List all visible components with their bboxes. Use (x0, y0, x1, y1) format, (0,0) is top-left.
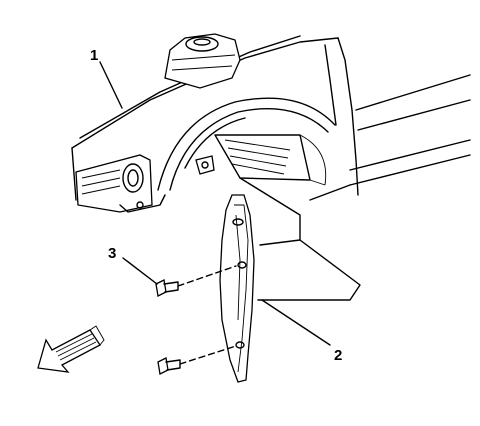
leader-line-3 (122, 257, 158, 285)
callout-1: 1 (90, 47, 98, 64)
engine-component (164, 33, 241, 89)
wheel-arch (157, 97, 336, 191)
fender-panel (71, 35, 471, 201)
callout-2: 2 (334, 347, 342, 364)
leader-line-2 (261, 299, 331, 346)
fastener-upper (155, 265, 237, 297)
leader-line-1 (99, 61, 123, 109)
routing-lines (239, 177, 361, 301)
callout-3: 3 (108, 245, 116, 262)
front-assembly (75, 154, 166, 213)
fender-liner-part (219, 194, 255, 383)
front-direction-arrow-icon (37, 325, 105, 373)
fastener-lower (157, 345, 237, 375)
